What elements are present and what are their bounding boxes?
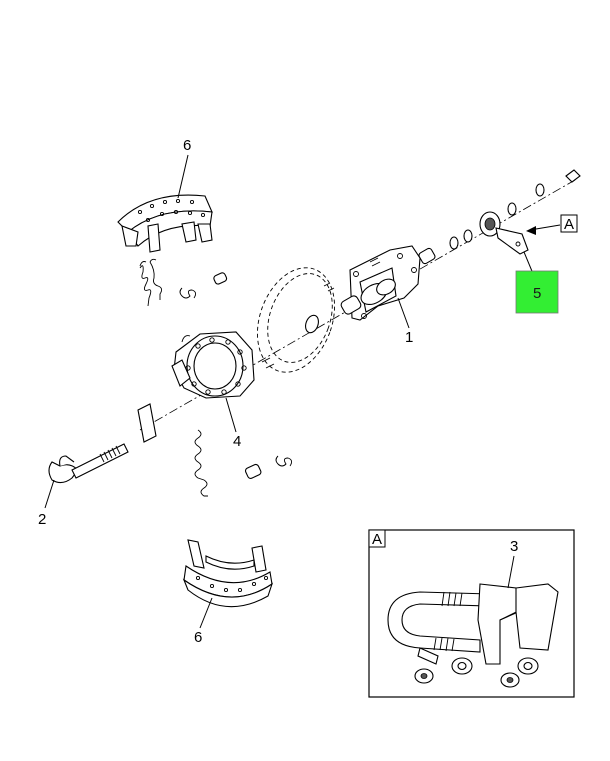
leader-6-bottom: [199, 597, 213, 629]
bracket[interactable]: [477, 583, 559, 665]
view-a-pointer: A: [526, 214, 578, 235]
leader-4: [225, 397, 237, 433]
return-springs-upper: [139, 258, 228, 307]
shield-bolt: [323, 282, 335, 292]
inset-label: A: [372, 531, 382, 548]
brake-shoe-upper[interactable]: [117, 194, 213, 253]
callout-2: 2: [38, 511, 46, 528]
leader-3: [507, 555, 515, 589]
callout-1: 1: [405, 329, 413, 346]
u-bolt[interactable]: [387, 591, 491, 653]
dust-shield: [257, 267, 335, 373]
leader-2: [44, 479, 55, 509]
camshaft[interactable]: [48, 443, 129, 484]
callout-5: 5: [533, 285, 541, 302]
slack-adjuster[interactable]: [479, 211, 529, 255]
view-a-label: A: [564, 216, 574, 233]
slack-adjuster-hardware: [449, 169, 581, 250]
bracket-fasteners: [414, 647, 539, 688]
callout-3: 3: [510, 538, 518, 555]
leader-1: [397, 297, 410, 329]
anchor-bracket[interactable]: [340, 245, 436, 321]
callout-6-top: 6: [183, 137, 191, 154]
callout-5-hotspot[interactable]: 5: [515, 270, 559, 314]
cam-washer: [137, 403, 157, 443]
spider-bolts: [261, 357, 275, 369]
brake-spider[interactable]: [171, 331, 255, 399]
brake-shoe-lower[interactable]: [182, 539, 274, 608]
leader-6-top: [177, 154, 189, 199]
return-springs-lower: [194, 429, 293, 497]
callout-4: 4: [233, 433, 241, 450]
callout-6-bottom: 6: [194, 629, 202, 646]
